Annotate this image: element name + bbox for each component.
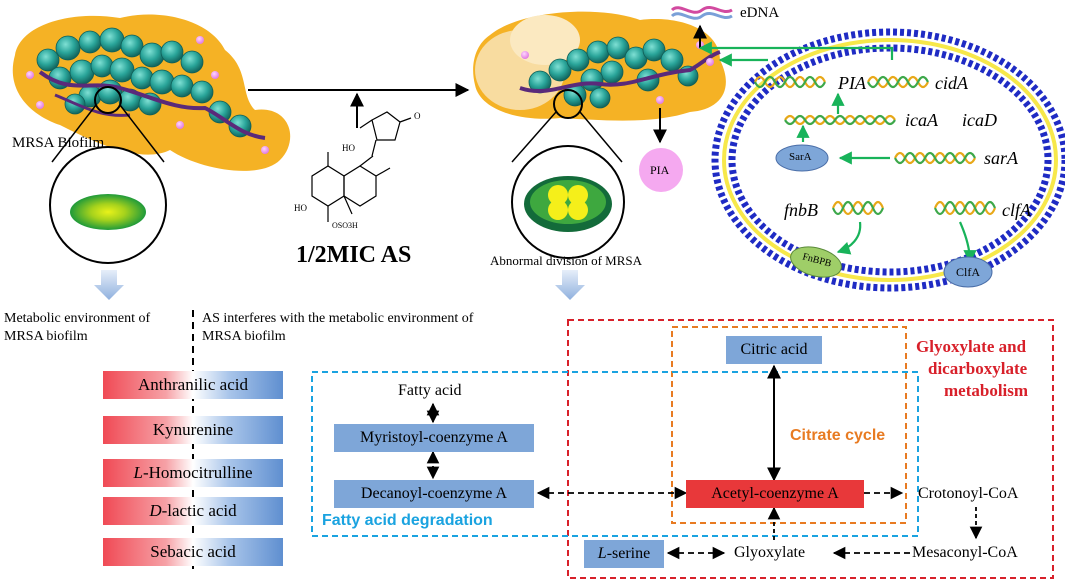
clfa-protein-shape bbox=[943, 256, 993, 288]
abnormal-division-label: Abnormal division of MRSA bbox=[490, 253, 643, 268]
metabolite-d-lactic-acid: D-lactic acid bbox=[103, 497, 283, 525]
label-glyoxylate-metabolism-1: Glyoxylate and bbox=[916, 337, 1027, 356]
node-decanoyl-coa: Decanoyl-coenzyme A bbox=[334, 480, 534, 508]
metabolite-kynurenine: Kynurenine bbox=[103, 416, 283, 444]
label-glyoxylate-metabolism-3: metabolism bbox=[944, 381, 1029, 400]
node-citric-acid: Citric acid bbox=[726, 336, 822, 364]
edna-icon bbox=[670, 5, 733, 20]
node-l-serine-prefix: L bbox=[597, 545, 607, 562]
heading-as-interferes-line2: MRSA biofilm bbox=[202, 329, 286, 344]
fnbpb-protein-shape bbox=[790, 246, 842, 278]
gene-label-pia: PIA bbox=[838, 73, 866, 93]
node-l-serine: L-serine bbox=[584, 540, 664, 568]
pathway-arrows bbox=[426, 364, 983, 560]
glyoxylate-region bbox=[567, 319, 1054, 579]
metabolite-d-lactic-prefix: D bbox=[149, 501, 162, 520]
gene-label-icad: icaD bbox=[962, 110, 997, 130]
node-fatty-acid: Fatty acid bbox=[398, 382, 462, 399]
molecule-ho-bottom: HO bbox=[294, 203, 307, 213]
biofilm-left bbox=[12, 14, 291, 171]
metabolite-homocitrulline: L-Homocitrulline bbox=[103, 459, 283, 487]
sara-protein-shape bbox=[775, 144, 829, 172]
fatty-acid-region bbox=[311, 371, 919, 537]
heading-metabolic-env-line1: Metabolic environment of bbox=[4, 311, 151, 326]
zoom-circle-right bbox=[511, 89, 625, 259]
edna-label: eDNA bbox=[740, 5, 780, 21]
label-citrate-cycle: Citrate cycle bbox=[790, 427, 886, 444]
node-mesaconyl-coa: Mesaconyl-CoA bbox=[912, 544, 1018, 561]
gene-helices bbox=[754, 75, 997, 216]
node-myristoyl-coa: Myristoyl-coenzyme A bbox=[334, 424, 534, 452]
down-arrow-right bbox=[555, 270, 585, 300]
mrsa-biofilm-label: MRSA Biofilm bbox=[12, 135, 105, 151]
gene-label-icaa: icaA bbox=[905, 110, 938, 130]
protein-label-clfa: ClfA bbox=[956, 265, 980, 279]
node-crotonoyl-coa: Crotonoyl-CoA bbox=[918, 485, 1019, 502]
node-glyoxylate: Glyoxylate bbox=[734, 544, 806, 561]
protein-label-sara: SarA bbox=[789, 151, 812, 163]
pia-bubble bbox=[639, 148, 683, 192]
down-arrow-left bbox=[94, 270, 124, 300]
zoom-circle-left bbox=[49, 86, 167, 264]
biofilm-right bbox=[473, 11, 726, 121]
molecule-o-right: O bbox=[414, 111, 421, 121]
pia-bubble-label: PIA bbox=[650, 163, 670, 177]
treatment-label: 1/2MIC AS bbox=[296, 242, 412, 268]
metabolite-homocitrulline-prefix: L bbox=[133, 463, 143, 482]
metabolite-anthranilic-acid: Anthranilic acid bbox=[103, 371, 283, 399]
gene-label-sara: sarA bbox=[984, 148, 1019, 168]
node-acetyl-coa: Acetyl-coenzyme A bbox=[686, 480, 864, 508]
heading-metabolic-env-line2: MRSA biofilm bbox=[4, 329, 88, 344]
regulation-arrows bbox=[698, 41, 977, 264]
molecule-oso3h: OSO3H bbox=[332, 221, 358, 230]
gene-label-clfa: clfA bbox=[1002, 200, 1031, 220]
label-glyoxylate-metabolism-2: dicarboxylate bbox=[928, 359, 1028, 378]
gene-label-fnbb: fnbB bbox=[784, 200, 818, 220]
label-fatty-acid-degradation: Fatty acid degradation bbox=[322, 512, 493, 529]
molecule-ho-top: HO bbox=[342, 143, 355, 153]
heading-as-interferes-line1: AS interferes with the metabolic environ… bbox=[202, 311, 474, 326]
metabolite-sebacic-acid: Sebacic acid bbox=[103, 538, 283, 566]
andrographolide-structure bbox=[311, 111, 412, 222]
gene-label-cida: cidA bbox=[935, 73, 968, 93]
citrate-region bbox=[671, 326, 907, 524]
